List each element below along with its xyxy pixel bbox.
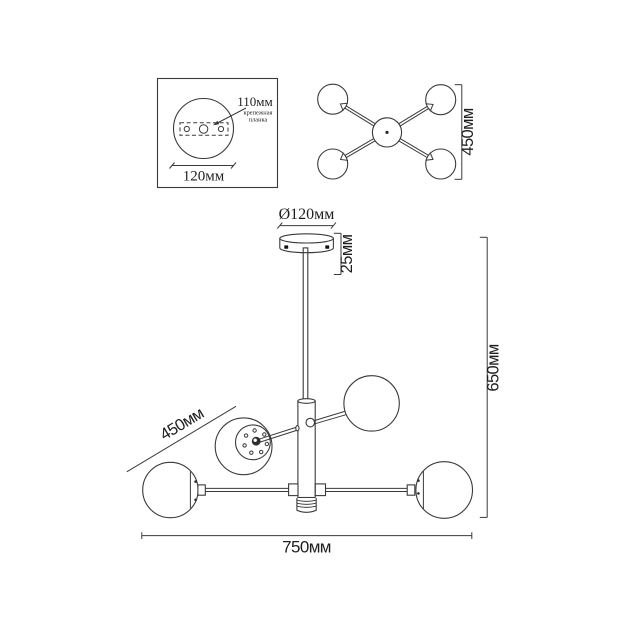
screw-dot xyxy=(417,492,420,495)
canopy-screw-left xyxy=(284,245,289,249)
total-width-label: 750мм xyxy=(282,538,331,557)
dim-tick xyxy=(330,222,337,229)
arm-bottom-left-line xyxy=(346,140,376,159)
stem-rod xyxy=(302,247,309,402)
mount-plate-detail-view: 110мм крепежная планка 120мм xyxy=(156,77,279,189)
cap-ridge xyxy=(296,502,317,505)
column-bottom-cap xyxy=(296,498,317,513)
arm-length-dim-line xyxy=(126,405,237,473)
canopy-height-label: 25мм xyxy=(338,234,356,273)
sphere-top-left xyxy=(317,83,349,115)
socket-cap xyxy=(339,152,349,161)
arm-top-left-line xyxy=(344,107,375,127)
plate-hole-left xyxy=(183,125,190,133)
screw-dot xyxy=(417,479,420,482)
detail-frame xyxy=(156,77,279,189)
sphere-left xyxy=(142,461,199,519)
hub-center-dot xyxy=(385,130,389,134)
arm-upper-right xyxy=(313,409,349,422)
screw-dot xyxy=(194,480,197,483)
front-view: Ø120мм 25мм xyxy=(126,206,503,557)
arm-top-right-line xyxy=(398,105,428,125)
sphere-left-socket xyxy=(197,484,206,496)
dim-tick xyxy=(169,162,175,169)
arm-bottom-right-line xyxy=(398,140,428,158)
vent-hole xyxy=(242,443,247,448)
column-socket-left xyxy=(288,483,299,497)
sphere-top-right xyxy=(425,84,457,116)
column-socket-right xyxy=(314,483,327,497)
canopy-screw-right xyxy=(325,245,330,249)
cap-ridge xyxy=(296,499,317,502)
canopy-bottom-edge xyxy=(279,247,334,254)
arm-rear-left xyxy=(258,429,299,444)
cap-ridge xyxy=(296,505,317,508)
vent-hole xyxy=(264,441,270,447)
column-joint-ball xyxy=(305,417,316,428)
canopy-top-circle xyxy=(172,97,235,160)
plate-length-label: 110мм xyxy=(237,94,272,109)
sphere-bottom-left xyxy=(317,148,349,180)
socket-cap xyxy=(425,103,434,112)
dim-tick xyxy=(230,162,237,169)
vent-hole xyxy=(252,428,257,433)
vent-hole xyxy=(243,433,249,438)
total-height-label: 650мм xyxy=(485,344,503,391)
dim-tick xyxy=(276,222,283,229)
sphere-upper-right xyxy=(343,375,400,432)
central-column xyxy=(297,400,316,499)
arm-rear-left xyxy=(258,426,299,440)
arm-hub-highlight xyxy=(253,438,257,442)
canopy-diameter-label: Ø120мм xyxy=(279,206,335,223)
canopy-top-rim xyxy=(279,233,334,244)
arm-top-right-line xyxy=(399,108,429,127)
column-top-rim xyxy=(297,398,316,404)
mounting-plate-dashed xyxy=(179,122,229,136)
top-view: 450мм xyxy=(317,83,477,180)
leader-line xyxy=(214,107,247,125)
leader-arrowhead xyxy=(213,120,220,126)
sphere-bottom-right xyxy=(425,148,457,180)
socket-cap xyxy=(339,102,348,111)
plate-caption-line2: планка xyxy=(249,117,268,124)
arm-flange xyxy=(295,425,300,432)
plate-hole-center xyxy=(198,124,209,134)
arm-top-left-line xyxy=(345,105,376,125)
screw-dot xyxy=(194,498,197,502)
arm-upper-right xyxy=(313,413,350,425)
sphere-right-socket xyxy=(406,484,416,496)
arm-bottom-left-line xyxy=(344,138,374,156)
arm-bottom-right-line xyxy=(400,138,429,156)
socket-cap xyxy=(425,152,434,161)
vent-hole xyxy=(262,432,267,437)
vent-hole xyxy=(259,449,264,455)
vent-hole xyxy=(249,450,254,455)
plate-caption-line1: крепежная xyxy=(243,110,272,117)
span-label: 450мм xyxy=(459,108,477,155)
base-diameter-label: 120мм xyxy=(183,169,225,185)
sphere-right xyxy=(415,461,474,519)
plate-hole-right xyxy=(217,125,225,133)
